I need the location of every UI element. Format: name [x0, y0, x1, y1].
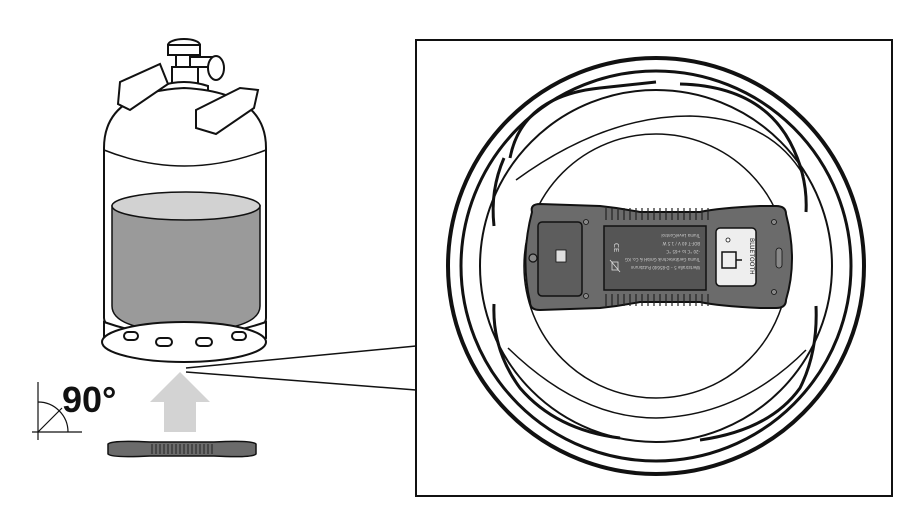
- sensor-ridges-bottom: [605, 294, 709, 306]
- sensor-ridges-top: [605, 208, 709, 220]
- qr-code: [555, 249, 567, 263]
- svg-text:CE: CE: [612, 243, 620, 252]
- svg-text:Truma LevelControl: Truma LevelControl: [661, 233, 701, 238]
- weee-bin-icon: [609, 259, 621, 273]
- gas-cylinder: [101, 38, 267, 363]
- cylinder-handle-left: [116, 62, 170, 112]
- cylinder-foot-ring: [101, 320, 267, 363]
- sensor-side-view: [107, 440, 257, 458]
- sensor-top-view: CE Truma LevelControl BOF-T 40 V / 1.5 W…: [524, 202, 793, 312]
- svg-text:Wertstraße 5 – D-85640 Putzbru: Wertstraße 5 – D-85640 Putzbrunn: [630, 265, 700, 270]
- angle-90-icon: [32, 382, 82, 440]
- bluetooth-button-icon[interactable]: [721, 251, 742, 269]
- angle-label: 90°: [62, 379, 116, 420]
- sensor-slot: [775, 247, 783, 269]
- bluetooth-label: BLUETOOTH: [748, 238, 755, 275]
- cover-screw: [528, 253, 538, 263]
- svg-text:Truma Gerätetechnik GmbH & Co.: Truma Gerätetechnik GmbH & Co. KG: [625, 257, 701, 262]
- svg-text:BOF-T 40 V / 1.5 W: BOF-T 40 V / 1.5 W: [662, 241, 700, 246]
- callout-lines: [185, 345, 417, 391]
- svg-text:-20 °C to +65 °C: -20 °C to +65 °C: [666, 249, 700, 254]
- status-led: [725, 237, 731, 243]
- up-arrow-icon: [150, 372, 210, 432]
- label-panel: [603, 225, 707, 291]
- cylinder-handle-right: [195, 86, 260, 136]
- sensor-grip-ridges: [151, 444, 213, 454]
- cylinder-liquid: [111, 204, 261, 333]
- ce-mark-icon: CE: [612, 243, 620, 252]
- device-info-lines: Truma LevelControl BOF-T 40 V / 1.5 W -2…: [625, 233, 701, 270]
